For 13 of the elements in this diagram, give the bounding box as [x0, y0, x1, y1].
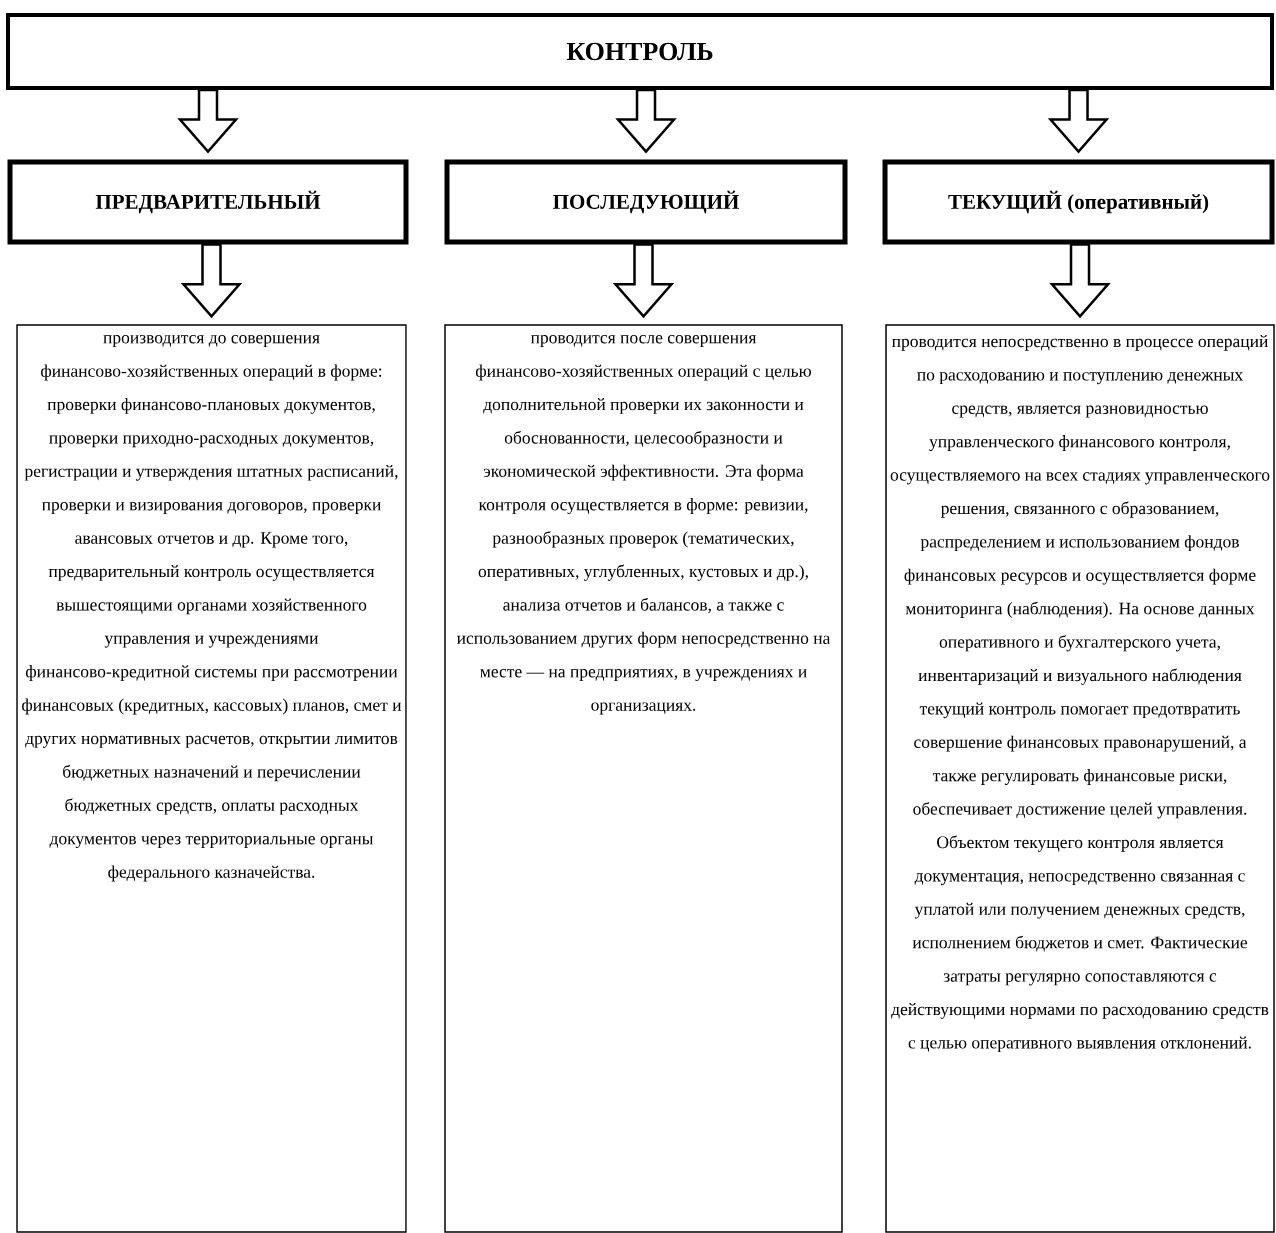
block-arrow — [1047, 88, 1110, 154]
title-box: КОНТРОЛЬ — [6, 13, 1274, 90]
category-box: ПРЕДВАРИТЕЛЬНЫЙ — [7, 159, 409, 245]
description-box: проводится после совершения финансово-хозяйственных операций с целью дополнительной проверки их законности и обоснованности, целесообразности и экономической эффективности. Эта форма контроля осуществляется в форме: ревизии, разнообразных проверок (тематических, оперативных, углубленных, кустовых и др.), анализа отчетов и балансов, а также с использованием других форм непосредственно на месте — на предприятиях, в учреждениях и организациях. — [444, 324, 843, 1233]
block-arrow — [1049, 243, 1111, 319]
category-box: ТЕКУЩИЙ (оперативный) — [882, 159, 1275, 245]
description-box: проводится непосредственно в процессе операций по расходованию и поступлению денежных средств, является разновидностью управленческого финансового контроля, осуществляемого на всех стадиях управленческого решения, связанного с образованием, распределением и использованием фондов финансовых ресурсов и осуществляется форме мониторинга (наблюдения). На основе данных оперативного и бухгалтерского учета, инвентаризаций и визуального наблюдения текущий контроль помогает предотвратить совершение финансовых правонарушений, а также регулировать финансовые риски, обеспечивает достижение целей управления. Объектом текущего контроля является документация, непосредственно связанная с уплатой или получением денежных средств, исполнением бюджетов и смет. Фактические затраты регулярно сопоставляются с действующими нормами по расходованию средств с целью оперативного выявления отклонений. — [885, 324, 1275, 1233]
description-box: производится до совершения финансово-хозяйственных операций в форме: проверки финансово-плановых документов, проверки приходно-расходных документов, регистрации и утверждения штатных расписаний, проверки и визирования договоров, проверки авансовых отчетов и др. Кроме того, предварительный контроль осуществляется вышестоящими органами хозяйственного управления и учреждениями финансово-кредитной системы при рассмотрении финансовых (кредитных, кассовых) планов, смет и других нормативных расчетов, открытии лимитов бюджетных назначений и перечислении бюджетных средств, оплаты расходных документов через территориальные органы федерального казначейства. — [16, 324, 407, 1233]
block-arrow — [177, 88, 239, 154]
block-arrow — [180, 243, 243, 319]
block-arrow — [612, 243, 675, 319]
category-box: ПОСЛЕДУЮЩИЙ — [444, 159, 848, 245]
block-arrow — [615, 88, 677, 154]
